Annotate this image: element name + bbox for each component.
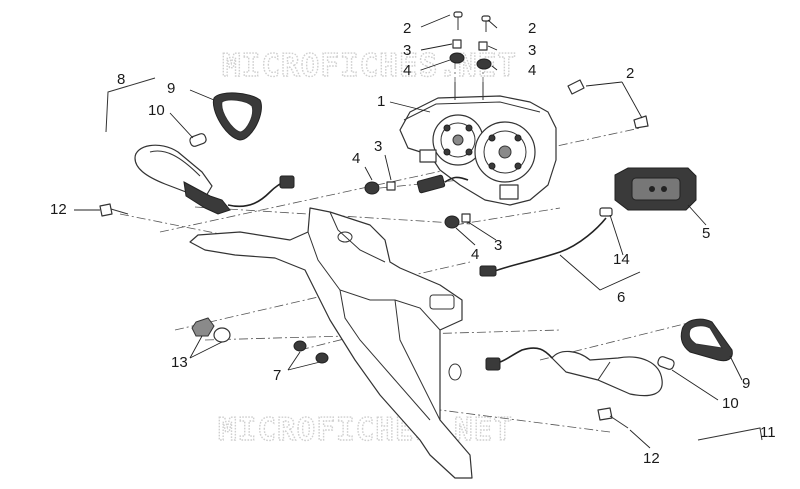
callout-4-top-left: 4 — [403, 62, 411, 79]
callout-12-right: 12 — [643, 450, 660, 467]
right-lens-bulb — [657, 318, 733, 370]
leader-lines — [74, 14, 743, 449]
indicator-screws — [99, 203, 629, 429]
callout-1: 1 — [377, 93, 385, 110]
callout-4-mid-right: 4 — [471, 246, 479, 263]
top-screws-spacers-grommets — [449, 11, 492, 70]
callout-13: 13 — [171, 354, 188, 371]
callout-14: 14 — [613, 251, 630, 268]
callout-9-left: 9 — [167, 80, 175, 97]
callout-4-mid-left: 4 — [352, 150, 360, 167]
callout-10-left: 10 — [148, 102, 165, 119]
callout-12-left: 12 — [50, 201, 67, 218]
callout-7: 7 — [273, 367, 281, 384]
callout-11: 11 — [760, 424, 776, 441]
callout-labels: 2 2 3 3 4 4 2 8 9 10 1 4 3 12 5 4 3 14 6… — [50, 20, 776, 467]
callout-4-top-right: 4 — [528, 62, 536, 79]
left-turn-indicator — [105, 77, 295, 215]
watermark-top: MICROFICHES.NET — [222, 48, 517, 84]
callout-5: 5 — [702, 225, 710, 242]
callout-3-top-right: 3 — [528, 42, 536, 59]
right-screws — [567, 79, 649, 129]
callout-9-right: 9 — [742, 375, 750, 392]
mudguard-plate-holder — [189, 207, 473, 479]
callout-6: 6 — [617, 289, 625, 306]
taillight-assembly — [399, 82, 557, 206]
callout-8: 8 — [117, 71, 125, 88]
callout-3-mid-left: 3 — [374, 138, 382, 155]
callout-3-top-left: 3 — [403, 42, 411, 59]
callout-3-mid-right: 3 — [494, 237, 502, 254]
callout-2-top-left: 2 — [403, 20, 411, 37]
callout-2-right: 2 — [626, 65, 634, 82]
callout-10-right: 10 — [722, 395, 739, 412]
watermark-bottom: MICROFICHES.NET — [218, 412, 513, 448]
license-plate-light — [614, 167, 697, 211]
right-turn-indicator — [485, 347, 763, 441]
callout-2-top-right: 2 — [528, 20, 536, 37]
left-lens-bulb — [189, 92, 262, 147]
mid-grommets — [364, 181, 471, 229]
wiring-harness — [479, 207, 613, 277]
nuts — [191, 317, 329, 364]
